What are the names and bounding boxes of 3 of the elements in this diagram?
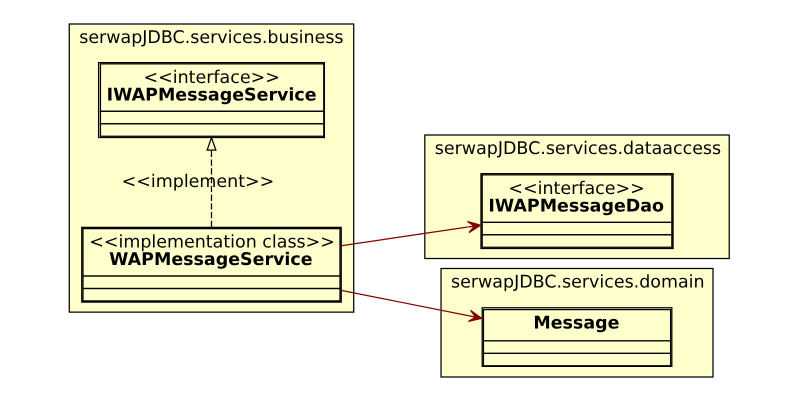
edge-label: <<implement>> [121, 172, 274, 192]
arrow [340, 289, 482, 322]
arrow [206, 135, 216, 226]
